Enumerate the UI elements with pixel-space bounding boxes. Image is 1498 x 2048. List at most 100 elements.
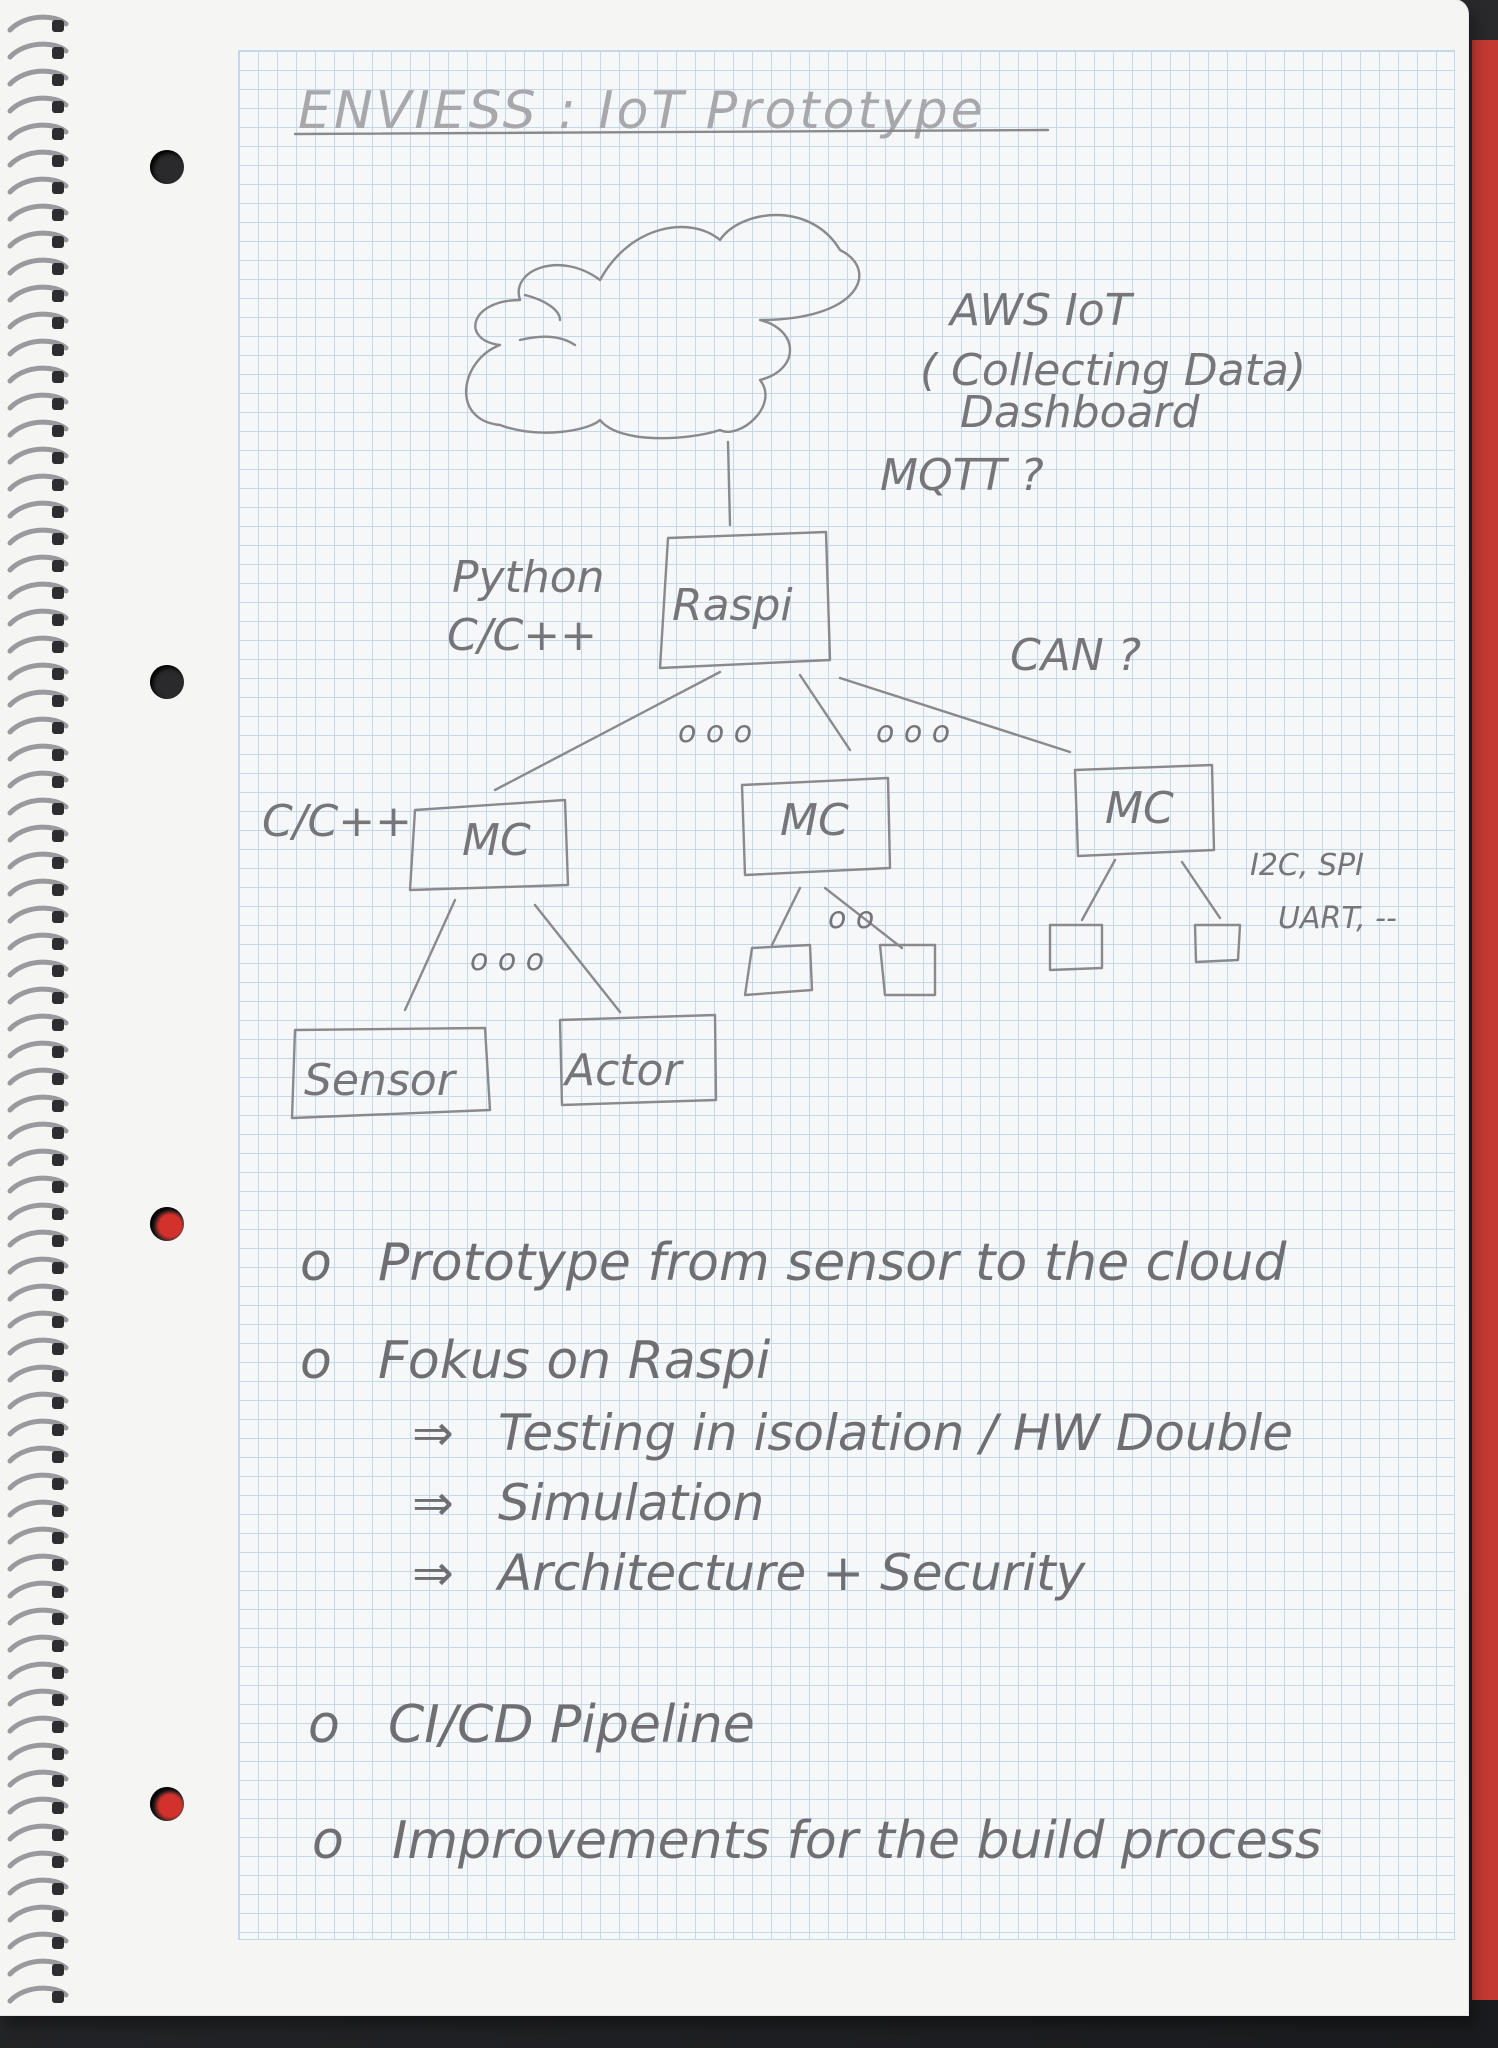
spiral-hole [52, 1991, 64, 2003]
spiral-hole [52, 722, 64, 734]
spiral-hole [52, 1883, 64, 1895]
bus-label-2: UART, -- [1278, 901, 1397, 936]
cloud-label: AWS IoT [947, 285, 1135, 336]
red-notebook-edge [1472, 40, 1498, 2000]
raspi-mc-links [493, 670, 1072, 792]
spiral-hole [52, 1802, 64, 1814]
mc-box-left [408, 798, 570, 892]
spiral-hole [52, 830, 64, 842]
punch-hole-1 [150, 150, 184, 184]
spiral-hole [52, 1505, 64, 1517]
spiral-hole [52, 1559, 64, 1571]
raspi-dots-right: o o o [876, 715, 950, 750]
spiral-hole [52, 1100, 64, 1112]
mc-mid-label: MC [780, 795, 849, 846]
sub-bullet-1-marker: ⇒ [412, 1404, 454, 1462]
raspi-lang-2: C/C++ [447, 610, 597, 661]
bullet-2-marker: o [300, 1331, 332, 1391]
spiral-hole [52, 1532, 64, 1544]
spiral-hole [52, 1154, 64, 1166]
spiral-hole [52, 560, 64, 572]
spiral-hole [52, 668, 64, 680]
spiral-hole [52, 1316, 64, 1328]
punch-hole-2 [150, 665, 184, 699]
spiral-hole [52, 506, 64, 518]
spiral-hole [52, 128, 64, 140]
spiral-hole [52, 1721, 64, 1733]
spiral-hole [52, 749, 64, 761]
spiral-hole [52, 992, 64, 1004]
bullet-list: o Prototype from sensor to the cloud o F… [300, 1233, 1322, 1871]
spiral-hole [52, 1748, 64, 1760]
spiral-hole [52, 479, 64, 491]
sub-bullet-2-marker: ⇒ [412, 1474, 454, 1532]
spiral-hole [52, 1910, 64, 1922]
spiral-hole [52, 1424, 64, 1436]
bullet-4-marker: o [312, 1811, 344, 1871]
spiral-hole [52, 614, 64, 626]
raspi-dots-left: o o o [678, 715, 752, 750]
mc-right-child-1 [1048, 923, 1104, 972]
spiral-hole [52, 587, 64, 599]
cloud-raspi-link [726, 440, 732, 527]
spiral-hole [52, 1856, 64, 1868]
spiral-hole [52, 1262, 64, 1274]
mc-left-lang: C/C++ [262, 796, 412, 847]
spiral-hole [52, 641, 64, 653]
sub-bullet-1-text: Testing in isolation / HW Double [498, 1404, 1293, 1462]
sub-bullet-2-text: Simulation [498, 1474, 764, 1532]
mc-left-label: MC [462, 815, 531, 866]
mc-box-mid [740, 776, 892, 877]
spiral-hole [52, 1586, 64, 1598]
actor-box [558, 1013, 718, 1107]
spiral-hole [52, 1289, 64, 1301]
spiral-hole [52, 1667, 64, 1679]
title-underline [293, 128, 1050, 136]
spiral-hole [52, 425, 64, 437]
mc-right-child-2 [1193, 923, 1242, 964]
mqtt-label: MQTT ? [880, 450, 1044, 501]
spiral-hole [52, 857, 64, 869]
spiral-hole [52, 1694, 64, 1706]
spiral-hole [52, 1208, 64, 1220]
spiral-hole [52, 1127, 64, 1139]
spiral-hole [52, 1478, 64, 1490]
bus-label-1: I2C, SPI [1250, 848, 1364, 883]
sub-bullet-3-marker: ⇒ [412, 1544, 454, 1602]
spiral-hole [52, 1397, 64, 1409]
spiral-hole [52, 317, 64, 329]
spiral-hole [52, 911, 64, 923]
spiral-hole [52, 371, 64, 383]
spiral-hole [52, 1181, 64, 1193]
cloud-note-line1: ( Collecting Data) [920, 345, 1306, 396]
spiral-hole [52, 965, 64, 977]
spiral-hole [52, 1613, 64, 1625]
spiral-hole [52, 1640, 64, 1652]
spiral-hole [52, 452, 64, 464]
bullet-1-text: Prototype from sensor to the cloud [378, 1233, 1287, 1293]
spiral-hole [52, 155, 64, 167]
spiral-hole [52, 182, 64, 194]
mc-left-dots: o o o [470, 943, 544, 978]
grid-paper [238, 50, 1455, 1940]
spiral-hole [52, 1343, 64, 1355]
sensor-label: Sensor [304, 1055, 458, 1106]
bullet-3-marker: o [308, 1695, 340, 1755]
can-label: CAN ? [1010, 630, 1141, 681]
spiral-hole [52, 1370, 64, 1382]
actor-label: Actor [562, 1045, 684, 1096]
sub-bullet-3-text: Architecture + Security [495, 1544, 1087, 1602]
spiral-hole [52, 236, 64, 248]
spiral-hole [52, 101, 64, 113]
cloud-icon [464, 213, 861, 440]
raspi-label: Raspi [672, 580, 793, 631]
notebook-page: ENVIESS : IoT Prototype AWS IoT ( Collec… [0, 0, 1468, 2015]
spiral-hole [52, 1829, 64, 1841]
spiral-hole [52, 884, 64, 896]
bullet-3-text: CI/CD Pipeline [388, 1695, 755, 1755]
spiral-hole [52, 263, 64, 275]
spiral-hole [52, 1937, 64, 1949]
spiral-hole [52, 695, 64, 707]
mc-mid-dots: o o [828, 901, 874, 936]
raspi-lang-1: Python [452, 552, 605, 603]
